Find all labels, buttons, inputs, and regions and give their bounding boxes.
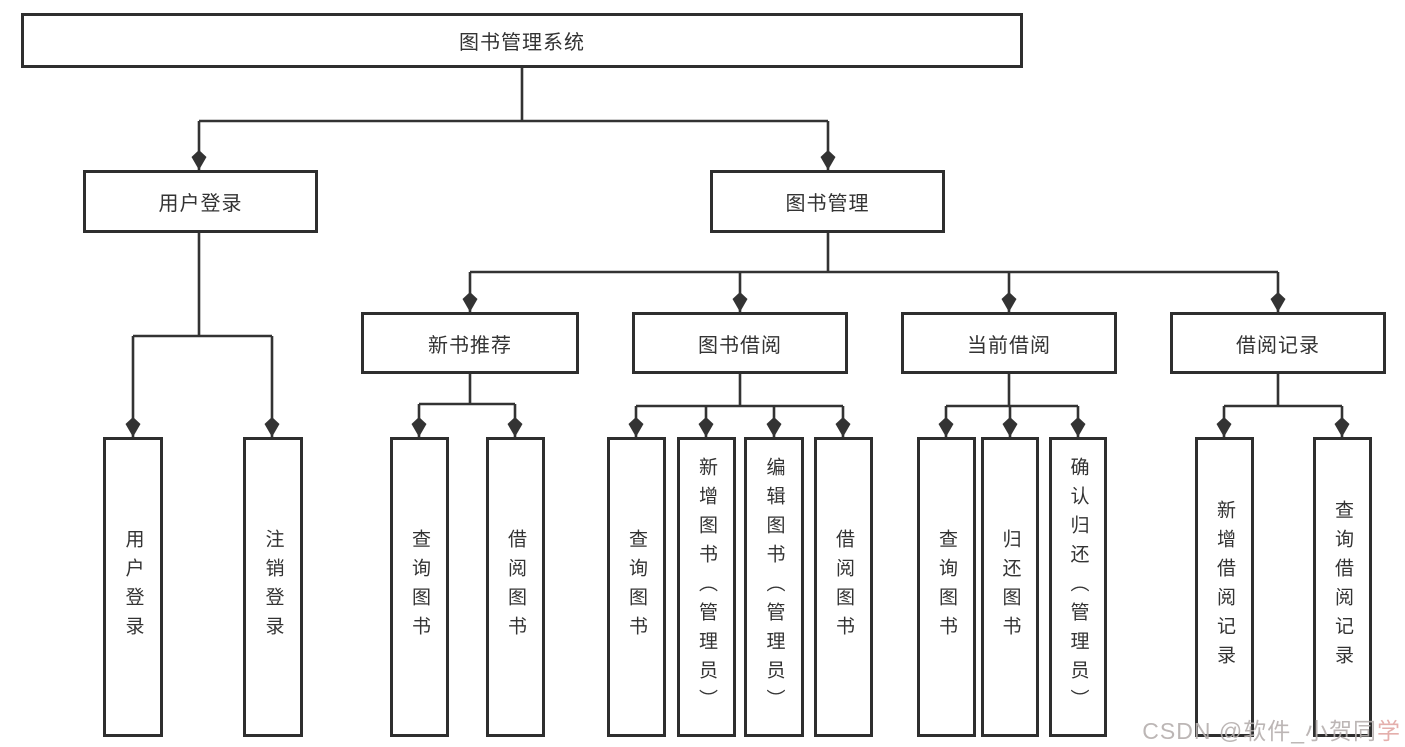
node-borrowing-records: 借阅记录	[1170, 312, 1386, 374]
node-logout: 注销登录	[243, 437, 303, 737]
node-new-book-recommend: 新书推荐	[361, 312, 579, 374]
node-bb-borrow-books: 借阅图书	[814, 437, 873, 737]
node-rec-query-books: 查询图书	[390, 437, 449, 737]
arrow-stems	[125, 121, 1350, 437]
node-rec-borrow-books: 借阅图书	[486, 437, 545, 737]
node-cb-query-books: 查询图书	[917, 437, 976, 737]
node-cb-return-books: 归还图书	[981, 437, 1039, 737]
node-br-query-record: 查询借阅记录	[1313, 437, 1372, 737]
branch-lines	[133, 68, 1342, 408]
node-current-borrowing: 当前借阅	[901, 312, 1117, 374]
node-cb-confirm-return-admin: 确认归还（管理员）	[1049, 437, 1107, 737]
node-user-login: 用户登录	[83, 170, 318, 233]
node-br-add-record: 新增借阅记录	[1195, 437, 1254, 737]
csdn-watermark: CSDN @软件_小贺同学	[1142, 712, 1401, 746]
node-book-management: 图书管理	[710, 170, 945, 233]
node-user-login-leaf: 用户登录	[103, 437, 163, 737]
node-book-borrowing: 图书借阅	[632, 312, 848, 374]
node-library-system: 图书管理系统	[21, 13, 1023, 68]
node-bb-add-books-admin: 新增图书（管理员）	[677, 437, 736, 737]
node-bb-edit-books-admin: 编辑图书（管理员）	[744, 437, 804, 737]
csdn-watermark-main: CSDN @软件_小贺同	[1142, 718, 1377, 744]
csdn-watermark-accent: 学	[1377, 718, 1401, 744]
node-bb-query-books: 查询图书	[607, 437, 666, 737]
